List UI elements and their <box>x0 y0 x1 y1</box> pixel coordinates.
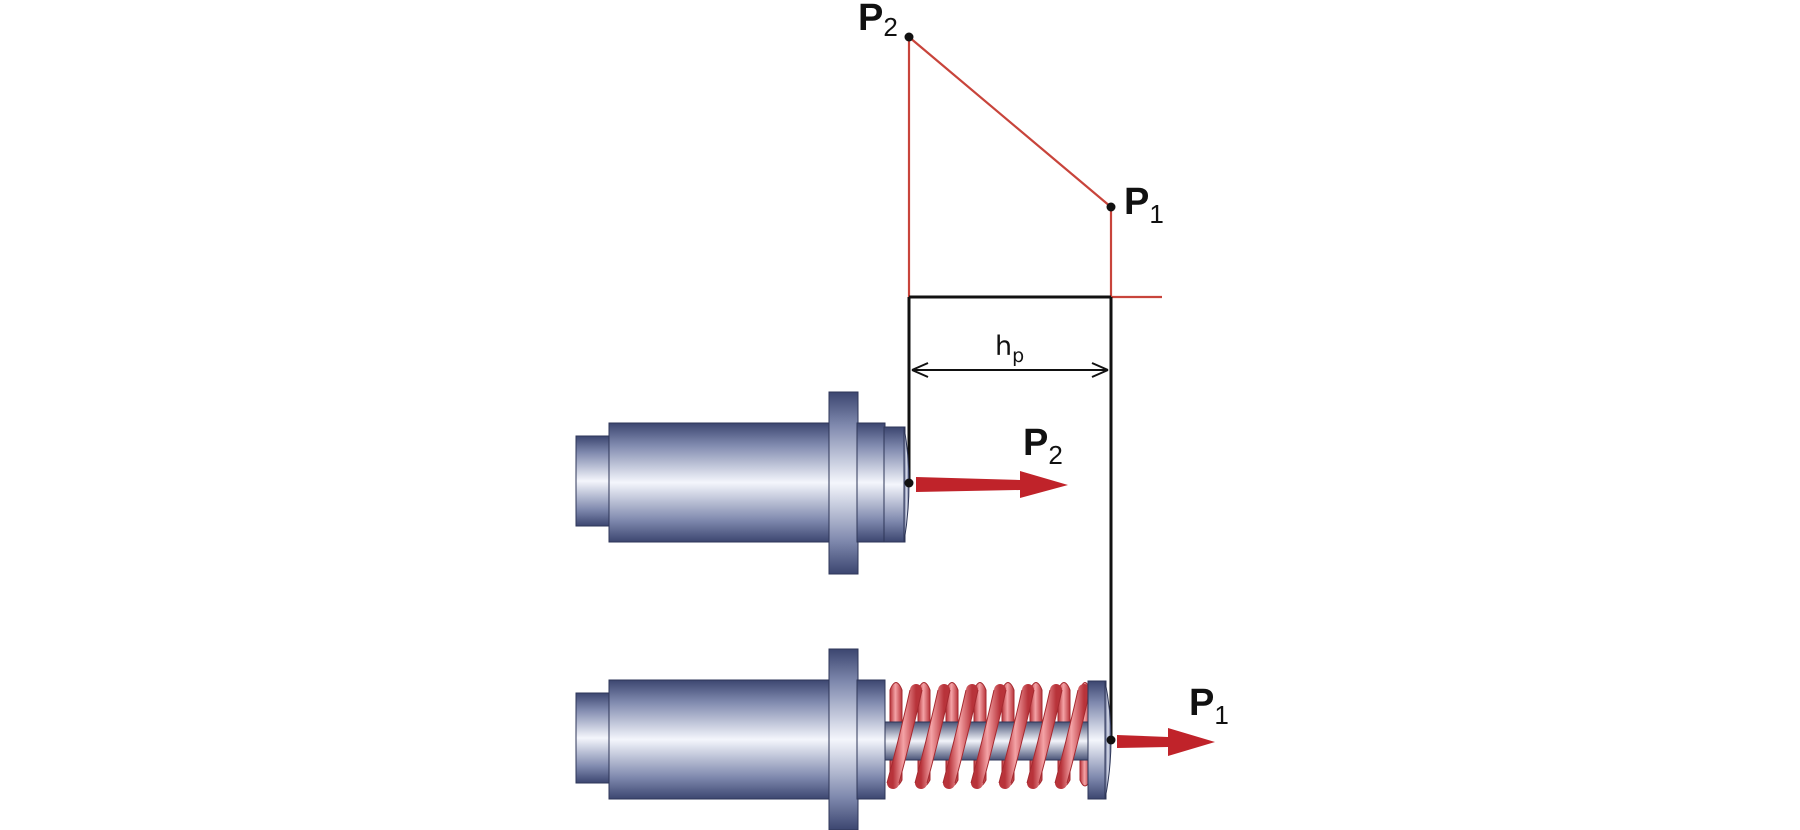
double-arrow-icon <box>911 362 1109 378</box>
point-p1-marker <box>1106 202 1116 212</box>
compression-spring <box>884 682 1091 789</box>
point-p2-marker <box>904 32 914 42</box>
stroke-dimension: hp <box>907 295 1113 740</box>
point-p1-label: P1 <box>1124 181 1164 229</box>
point-p2-label: P2 <box>858 0 898 42</box>
piston-contact-p2 <box>904 478 914 488</box>
gas-spring-compressed-icon <box>575 391 910 575</box>
graph-force-curve <box>908 36 1112 208</box>
piston-contact-p1 <box>1106 735 1116 745</box>
force-label-p2: P2 <box>1023 422 1063 470</box>
gas-spring-extended-icon <box>575 648 1112 830</box>
arrow-right-icon <box>1117 728 1215 756</box>
force-graph: P2 P1 <box>858 0 1164 299</box>
stroke-label-hp: hp <box>995 331 1024 367</box>
arrow-right-icon <box>916 471 1068 498</box>
force-label-p1: P1 <box>1189 682 1229 730</box>
